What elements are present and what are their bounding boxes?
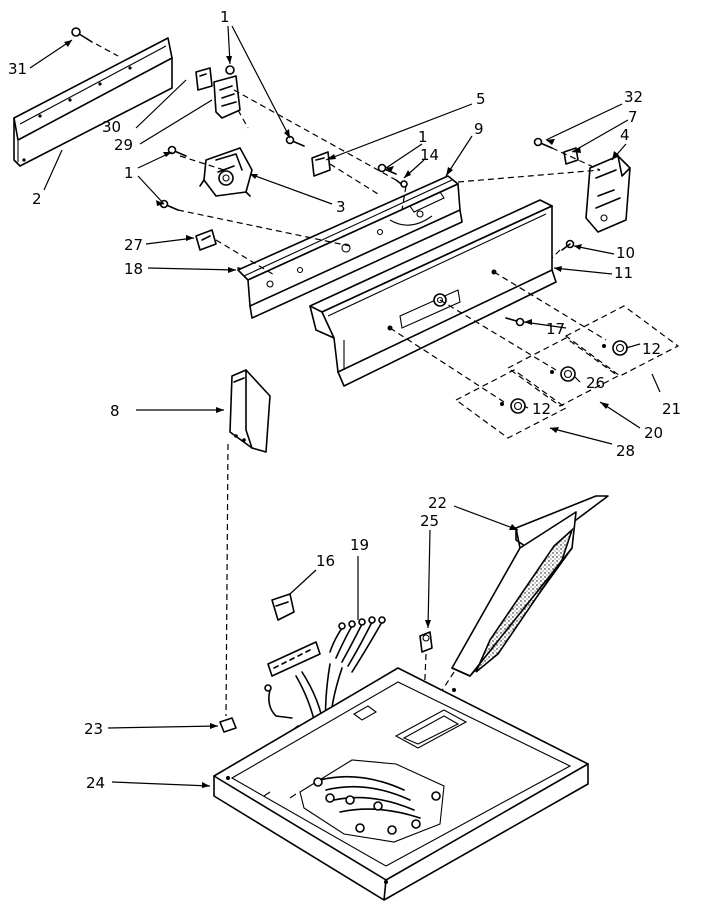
arrowheads xyxy=(64,40,619,788)
callout-22: 22 xyxy=(428,494,447,512)
part-1-screws xyxy=(159,135,397,211)
part-22-lint-filter xyxy=(451,495,609,677)
part-20-knob-assembly xyxy=(506,337,620,407)
part-25-screw xyxy=(419,631,433,653)
part-2-bracket xyxy=(13,37,173,167)
callout-9: 9 xyxy=(474,120,484,138)
callout-21: 21 xyxy=(662,400,681,418)
callout-17: 17 xyxy=(546,320,565,338)
part-32-screw xyxy=(533,137,553,149)
callout-3: 3 xyxy=(336,198,346,216)
callout-1a: 1 xyxy=(220,8,230,26)
callout-32: 32 xyxy=(624,88,643,106)
callout-25: 25 xyxy=(420,512,439,530)
part-5-clip xyxy=(311,151,331,177)
callout-7: 7 xyxy=(628,108,638,126)
part-9-console-bracket xyxy=(237,175,463,319)
callout-26: 26 xyxy=(586,374,605,392)
part-16-clip xyxy=(271,593,295,621)
callout-8: 8 xyxy=(110,402,120,420)
callout-16: 16 xyxy=(316,552,335,570)
part-23-screw xyxy=(219,717,237,733)
callout-12a: 12 xyxy=(642,340,661,358)
callout-19: 19 xyxy=(350,536,369,554)
callout-14: 14 xyxy=(420,146,439,164)
part-10-screw xyxy=(561,239,575,251)
part-11-control-panel xyxy=(309,199,557,387)
part-31-screw xyxy=(71,27,119,57)
callout-2: 2 xyxy=(32,190,42,208)
callout-labels: 1 1 1 2 3 4 5 7 8 9 10 11 12 12 14 16 17… xyxy=(8,8,681,792)
callout-30: 30 xyxy=(102,118,121,136)
callout-23: 23 xyxy=(84,720,103,738)
callout-31: 31 xyxy=(8,60,27,78)
callout-18: 18 xyxy=(124,260,143,278)
callout-5: 5 xyxy=(476,90,486,108)
part-17-screw xyxy=(505,317,525,327)
part-27-clip xyxy=(195,229,217,251)
callout-28: 28 xyxy=(616,442,635,460)
callout-29: 29 xyxy=(114,136,133,154)
part-4-end-bracket xyxy=(585,155,631,233)
part-8-end-cap xyxy=(229,369,271,453)
part-24-base xyxy=(213,667,589,901)
callout-27: 27 xyxy=(124,236,143,254)
alignment-lines xyxy=(177,89,607,717)
callout-24: 24 xyxy=(86,774,105,792)
part-3-timer xyxy=(199,147,253,197)
callout-11: 11 xyxy=(614,264,633,282)
callout-12b: 12 xyxy=(532,400,551,418)
callout-20: 20 xyxy=(644,424,663,442)
leader-lines xyxy=(29,25,661,787)
part-21-knob-assembly xyxy=(564,305,680,377)
part-29-switch xyxy=(213,65,241,119)
callout-4: 4 xyxy=(620,126,630,144)
callout-10: 10 xyxy=(616,244,635,262)
callout-1b: 1 xyxy=(124,164,134,182)
part-30-clip xyxy=(195,67,213,91)
callout-1c: 1 xyxy=(418,128,428,146)
part-14-screw xyxy=(395,179,408,188)
